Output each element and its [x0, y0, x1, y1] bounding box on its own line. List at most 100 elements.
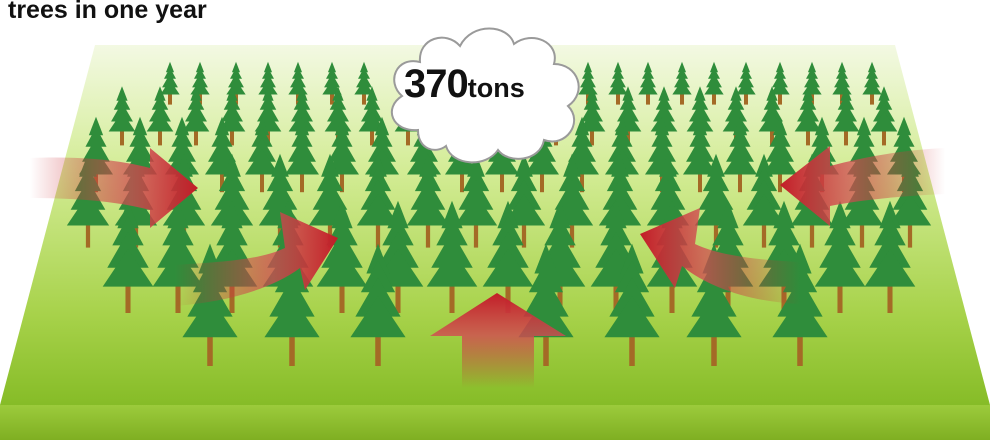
- tree: [356, 153, 400, 248]
- tree-foliage: [814, 248, 866, 287]
- tree-foliage: [167, 200, 189, 229]
- tree-foliage: [549, 200, 571, 229]
- tree-foliage: [862, 80, 882, 95]
- tree-foliage: [654, 166, 682, 192]
- tree-foliage: [264, 296, 320, 338]
- tree: [426, 200, 478, 313]
- tree-foliage: [611, 127, 633, 147]
- tree-foliage: [194, 67, 206, 79]
- tree-foliage: [216, 216, 248, 246]
- tree-foliage: [888, 193, 932, 226]
- tree-foliage: [650, 111, 678, 132]
- tree-foliage: [682, 149, 718, 175]
- tree: [832, 86, 860, 146]
- tree: [482, 200, 534, 313]
- tree-foliage: [382, 216, 414, 246]
- tree-foliage: [741, 61, 751, 73]
- tree-foliage: [497, 200, 519, 229]
- tree-foliage: [614, 260, 650, 293]
- tree-foliage: [583, 61, 593, 73]
- tree-foliage: [484, 149, 520, 175]
- tree-foliage: [604, 296, 660, 338]
- tree-foliage: [814, 116, 830, 136]
- tree-foliage: [360, 260, 396, 293]
- tree-foliage: [175, 153, 193, 177]
- tree-foliage: [510, 166, 538, 192]
- tree-foliage: [363, 94, 381, 110]
- tree-foliage: [332, 86, 344, 101]
- tree-foliage: [829, 200, 851, 229]
- amount-value: 370: [404, 62, 469, 106]
- tree-foliage: [837, 61, 847, 73]
- tree-foliage: [117, 200, 139, 229]
- tree: [354, 61, 374, 105]
- tree-foliage: [676, 67, 688, 79]
- tree-foliage: [88, 116, 104, 136]
- tree-foliage: [563, 153, 581, 177]
- tree-foliage: [708, 67, 720, 79]
- tree-foliage: [129, 127, 151, 147]
- tree-foliage: [879, 200, 901, 229]
- tree: [864, 200, 916, 313]
- tree-foliage: [608, 80, 628, 95]
- tree-foliage: [515, 153, 533, 177]
- tree-foliage: [722, 149, 758, 175]
- tree-foliage: [702, 166, 730, 192]
- tree-foliage: [387, 200, 409, 229]
- tree: [794, 86, 822, 146]
- tree-foliage: [574, 116, 590, 136]
- tree-foliage: [182, 296, 238, 338]
- tree-foliage: [331, 127, 353, 147]
- tree: [218, 86, 246, 146]
- tree-foliage: [766, 86, 778, 101]
- tree-foliage: [266, 166, 294, 192]
- tree-foliage: [878, 86, 890, 101]
- caption: trees in one year: [8, 0, 207, 24]
- tree-foliage: [244, 149, 280, 175]
- tree-foliage: [802, 86, 814, 101]
- tree-foliage: [112, 216, 144, 246]
- tree: [722, 116, 758, 193]
- tree-foliage: [840, 193, 884, 226]
- tree-foliage: [190, 86, 202, 101]
- tree-foliage: [292, 67, 304, 79]
- tree-foliage: [165, 61, 175, 73]
- arrows: [30, 146, 945, 388]
- tree: [736, 61, 756, 105]
- tree-foliage: [694, 86, 706, 101]
- tree-foliage: [544, 216, 576, 246]
- tree: [146, 86, 174, 146]
- tree-foliage: [586, 86, 598, 101]
- tree-foliage: [840, 86, 852, 101]
- tree-foliage: [856, 116, 872, 136]
- tree-foliage: [740, 67, 752, 79]
- tree-foliage: [611, 153, 629, 177]
- tree: [406, 153, 450, 248]
- tree-foliage: [896, 116, 912, 136]
- tree-foliage: [327, 61, 337, 73]
- tree-foliage: [419, 153, 437, 177]
- tree-foliage: [334, 116, 350, 136]
- tree-foliage: [794, 111, 822, 132]
- tree-foliage: [271, 153, 289, 177]
- tree-foliage: [583, 94, 601, 110]
- tree-foliage: [642, 67, 654, 79]
- tree-foliage: [772, 296, 828, 338]
- tree-foliage: [294, 116, 310, 136]
- tree-foliage: [620, 243, 644, 274]
- tree-foliage: [223, 94, 241, 110]
- tree-foliage: [436, 216, 468, 246]
- forest-trees: [66, 61, 932, 366]
- tree: [160, 61, 180, 105]
- tree-foliage: [709, 61, 719, 73]
- tree-foliage: [316, 166, 344, 192]
- tree: [742, 153, 786, 248]
- tree: [102, 200, 154, 313]
- tree: [704, 61, 724, 105]
- tree-foliage: [316, 248, 368, 287]
- tree-foliage: [359, 61, 369, 73]
- tree-foliage: [853, 127, 875, 147]
- tree-foliage: [770, 80, 790, 95]
- tree-foliage: [369, 153, 387, 177]
